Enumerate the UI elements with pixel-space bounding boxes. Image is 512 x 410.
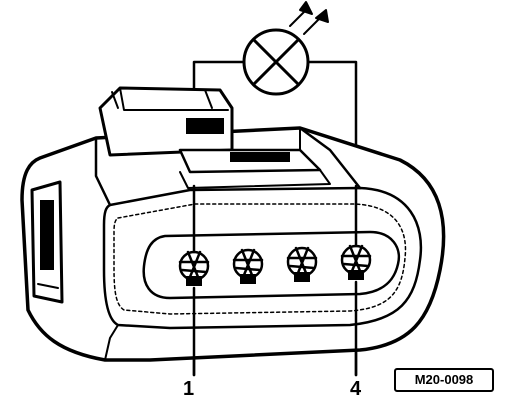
test-lamp-icon xyxy=(242,28,310,96)
pin-2-contact xyxy=(232,248,264,284)
side-latch-window xyxy=(30,180,64,304)
figure-reference-code: M20-0098 xyxy=(394,368,494,392)
pin-1-contact xyxy=(178,250,210,286)
pin-4-label: 4 xyxy=(350,378,362,400)
probe-wires xyxy=(192,184,358,377)
contact-cavities xyxy=(142,230,401,300)
pin-3-contact xyxy=(286,246,318,282)
light-rays-icon xyxy=(289,1,329,35)
pin-1-label: 1 xyxy=(183,378,195,400)
pin-4-contact xyxy=(340,244,372,280)
locking-tab xyxy=(98,86,331,189)
